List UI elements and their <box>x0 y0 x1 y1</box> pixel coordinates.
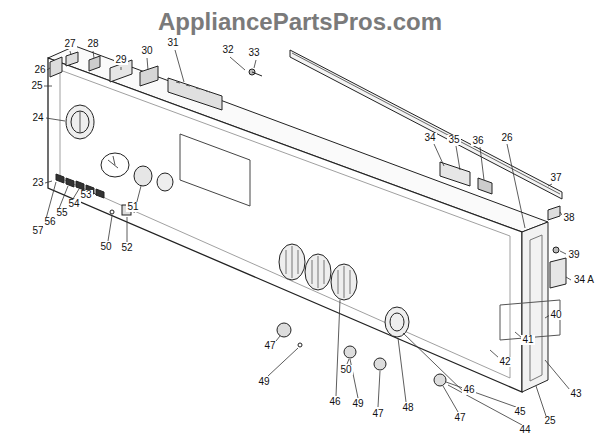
callout-number: 57 <box>31 226 44 236</box>
callout-number: 24 <box>31 113 44 123</box>
callout-number: 34 <box>423 133 436 143</box>
bracket <box>50 57 62 77</box>
callout-number: 28 <box>86 39 99 49</box>
callout-number: 54 <box>67 199 80 209</box>
callout-number: 38 <box>562 213 575 223</box>
callout-number: 45 <box>513 407 526 417</box>
panel-inset <box>60 70 510 378</box>
callout-number: 49 <box>257 377 270 387</box>
end-cap <box>522 222 548 392</box>
clip <box>548 206 560 220</box>
watermark: AppliancePartsPros.com <box>158 9 442 35</box>
knob-ridges <box>286 246 350 298</box>
callout-number: 29 <box>114 55 127 65</box>
knob <box>385 307 409 337</box>
block <box>550 258 566 288</box>
callout-number: 48 <box>401 403 414 413</box>
bracket <box>478 178 492 194</box>
knob-face <box>71 111 89 133</box>
relay-box <box>168 78 222 110</box>
base-bracket <box>500 300 560 340</box>
callout-number: 46 <box>328 397 341 407</box>
callout-number: 47 <box>263 341 276 351</box>
callout-number: 40 <box>549 310 562 320</box>
clock-dial <box>101 153 129 177</box>
small-knob <box>344 346 356 358</box>
callout-number: 23 <box>31 178 44 188</box>
callout-number: 50 <box>99 242 112 252</box>
knob-ridge <box>80 111 81 133</box>
callout-number: 35 <box>447 135 460 145</box>
screw-shank <box>252 72 262 76</box>
callout-number: 53 <box>79 190 92 200</box>
relay-terminals <box>176 82 210 92</box>
callout-number: 34 A <box>573 275 595 285</box>
screw <box>553 247 559 253</box>
knob <box>66 105 94 139</box>
callout-number: 56 <box>43 217 56 227</box>
callout-number: 50 <box>339 365 352 375</box>
timer-knob <box>157 173 173 191</box>
callout-number: 36 <box>471 136 484 146</box>
leader-lines <box>44 50 571 425</box>
callout-number: 33 <box>247 48 260 58</box>
callout-number: 25 <box>543 416 556 426</box>
small-knob <box>374 358 386 370</box>
clock-knob <box>134 166 152 186</box>
callout-number: 47 <box>453 413 466 423</box>
callout-number: 55 <box>55 208 68 218</box>
hole <box>110 210 114 214</box>
callout-number: 39 <box>567 250 580 260</box>
panel-face <box>48 58 522 392</box>
callout-number: 32 <box>221 45 234 55</box>
callout-number: 51 <box>126 202 139 212</box>
block <box>140 66 158 86</box>
callout-number: 25 <box>30 81 43 91</box>
callout-number: 42 <box>498 357 511 367</box>
callout-number: 43 <box>569 389 582 399</box>
end-cap-inner <box>530 235 542 381</box>
callout-number: 46 <box>462 385 475 395</box>
callout-number: 49 <box>351 399 364 409</box>
callout-number: 26 <box>33 65 46 75</box>
small-knob <box>434 374 446 386</box>
callout-number: 31 <box>166 38 179 48</box>
display-window <box>180 134 250 206</box>
bracket <box>440 162 470 186</box>
clip <box>66 52 78 66</box>
clip <box>89 56 100 71</box>
callout-number: 41 <box>521 335 534 345</box>
clock-hands <box>108 156 118 168</box>
callout-number: 44 <box>518 425 531 435</box>
callout-number: 52 <box>120 243 133 253</box>
callout-number: 47 <box>371 409 384 419</box>
small-knob <box>277 323 291 337</box>
knob-face <box>390 313 404 331</box>
hole <box>298 343 302 347</box>
callout-number: 26 <box>500 133 513 143</box>
callout-number: 37 <box>549 173 562 183</box>
callout-number: 27 <box>63 39 76 49</box>
callout-number: 30 <box>140 46 153 56</box>
